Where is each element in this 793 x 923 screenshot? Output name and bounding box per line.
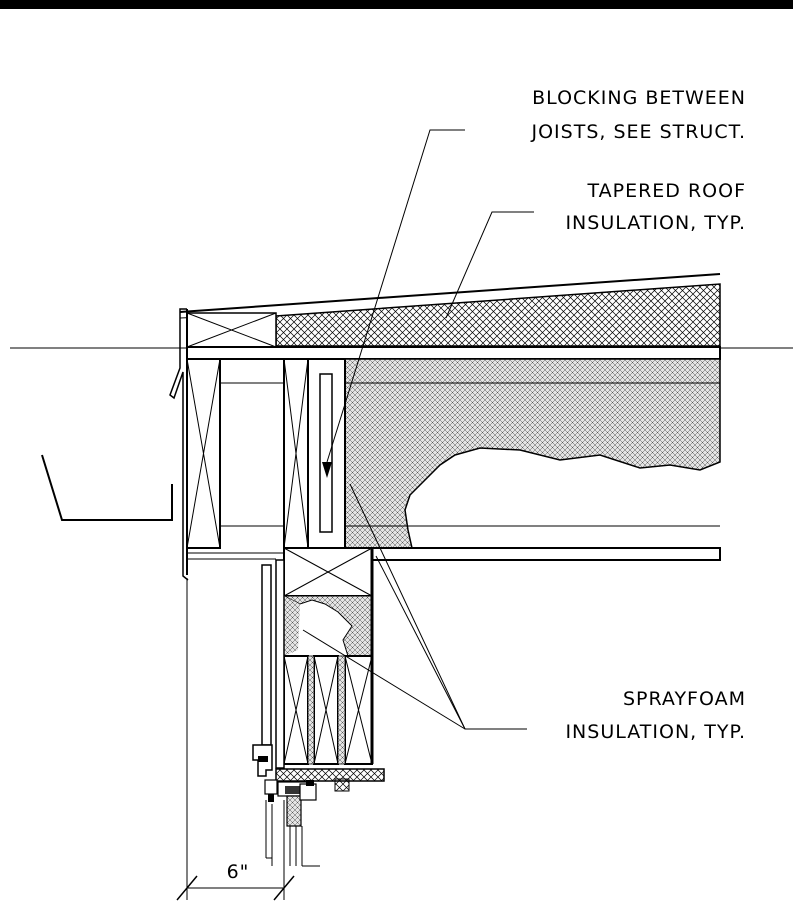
leader-tapered-insulation xyxy=(445,211,534,319)
top-border-bar xyxy=(0,0,793,9)
roof-membrane xyxy=(179,273,721,313)
blocking-note-line2: JOISTS, SEE STRUCT. xyxy=(530,121,746,143)
tapered-insulation-note-line1: TAPERED ROOF xyxy=(586,180,746,202)
wall-cladding xyxy=(261,564,272,746)
tapered-insulation xyxy=(275,283,721,347)
sprayfoam-note-line2: INSULATION, TYP. xyxy=(565,721,746,743)
wall-sheathing xyxy=(275,559,285,769)
window-head-trim xyxy=(275,768,385,782)
gutter xyxy=(41,454,173,521)
sprayfoam-note-line1: SPRAYFOAM xyxy=(623,688,746,710)
sprayfoam-joist-cavity xyxy=(344,358,721,549)
dimension-tick-right xyxy=(273,875,295,901)
tapered-insulation-note-line2: INSULATION, TYP. xyxy=(565,212,746,234)
leader-sprayfoam-2 xyxy=(375,555,466,730)
dimension-tick-left xyxy=(176,875,198,901)
blocking-plate xyxy=(319,373,333,533)
roof-deck xyxy=(186,346,721,360)
ceiling-assembly xyxy=(344,547,721,561)
parapet-metal-flashing xyxy=(169,308,189,581)
leader-blocking xyxy=(326,129,465,463)
dimension-label: 6" xyxy=(227,861,250,883)
blocking-note-line1: BLOCKING BETWEEN xyxy=(532,87,746,109)
leader-sprayfoam-3 xyxy=(302,629,466,730)
